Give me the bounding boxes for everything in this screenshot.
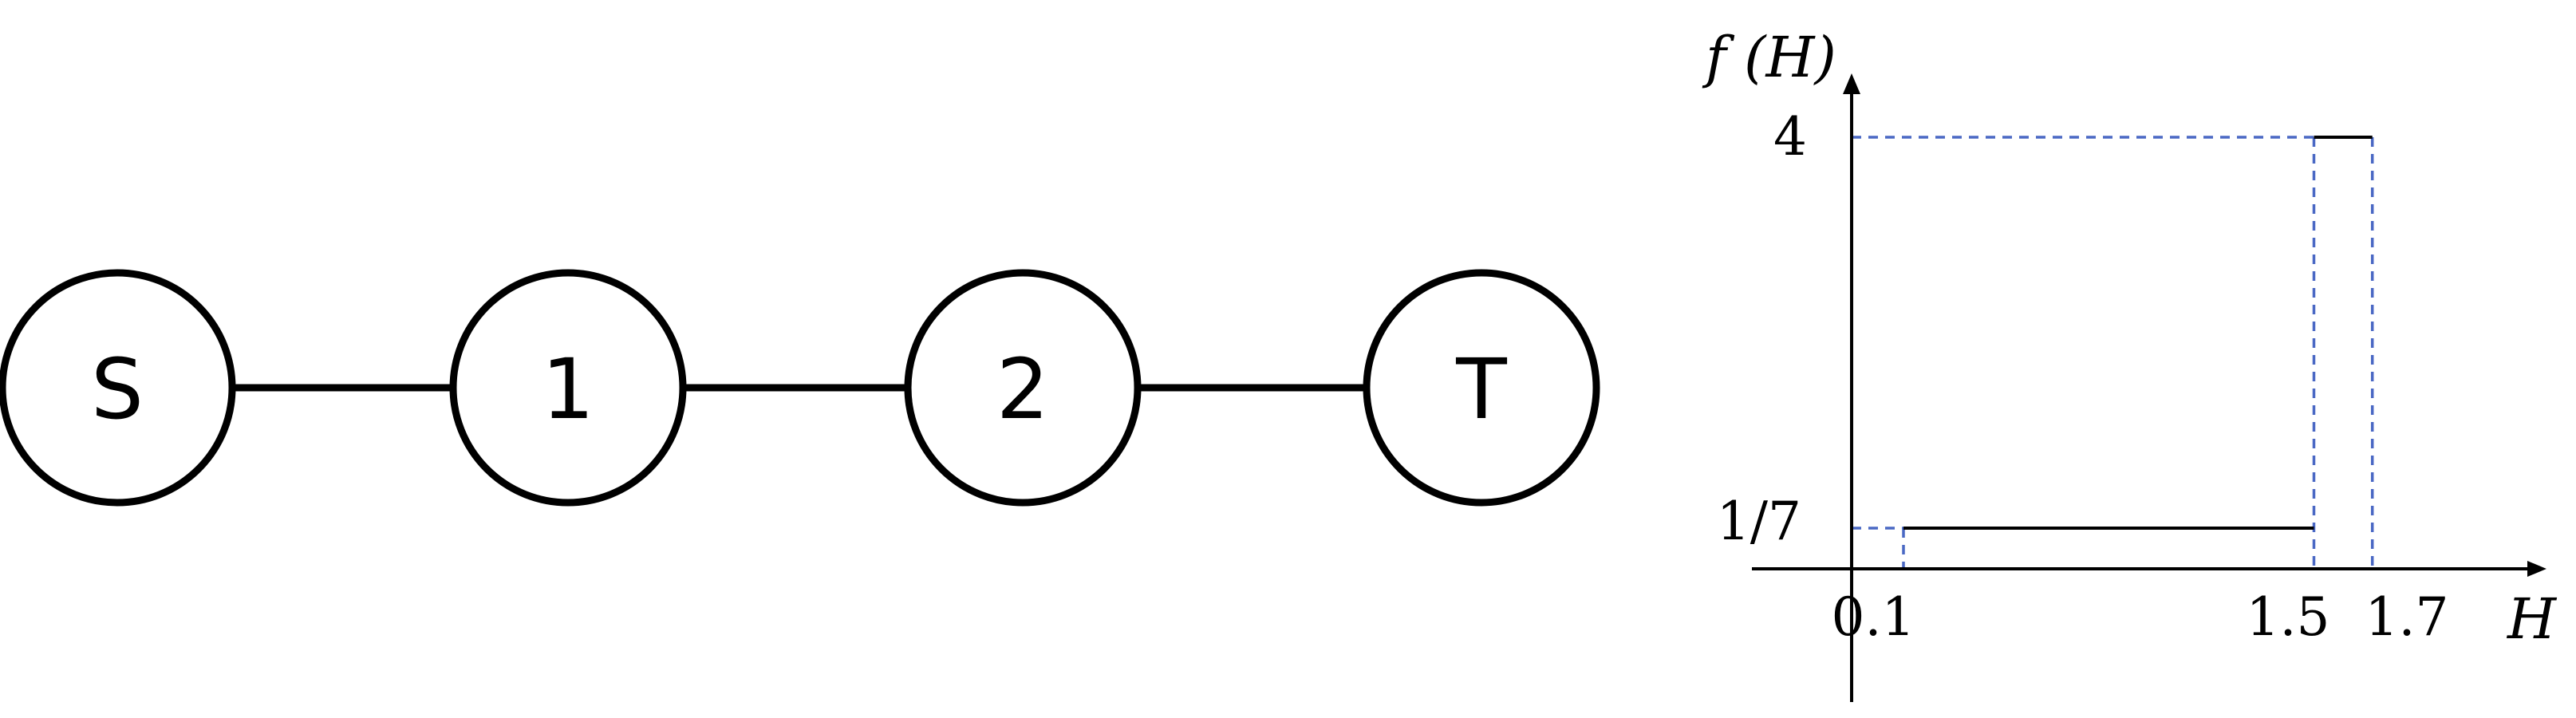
node-2-label: 2 (996, 341, 1049, 438)
x-axis-title: H (2506, 586, 2558, 652)
node-2-circle (904, 269, 1142, 507)
node-s: S (0, 269, 236, 507)
node-2: 2 (904, 269, 1142, 507)
flow-nodes: S 1 2 T (0, 269, 1600, 507)
node-t-circle (1363, 269, 1600, 507)
node-t: T (1363, 269, 1600, 507)
density-plot: f (H) H 0.1 1.5 1.7 1/7 4 (1702, 25, 2558, 702)
y-tick-4: 4 (1773, 106, 1807, 168)
x-tick-1-5: 1.5 (2247, 586, 2330, 648)
node-1-circle (449, 269, 687, 507)
flow-diagram: S 1 2 T (0, 269, 1600, 507)
y-tick-1-7: 1/7 (1717, 491, 1801, 552)
x-tick-1-7: 1.7 (2365, 586, 2449, 648)
node-1-label: 1 (542, 341, 594, 438)
x-tick-0-1: 0.1 (1832, 586, 1915, 648)
node-1: 1 (449, 269, 687, 507)
y-axis-arrow-icon (1843, 73, 1860, 94)
node-s-circle (0, 269, 236, 507)
node-t-label: T (1455, 341, 1507, 438)
x-axis-arrow-icon (2527, 561, 2546, 577)
y-axis-title: f (H) (1702, 25, 1836, 90)
node-s-label: S (91, 341, 144, 438)
